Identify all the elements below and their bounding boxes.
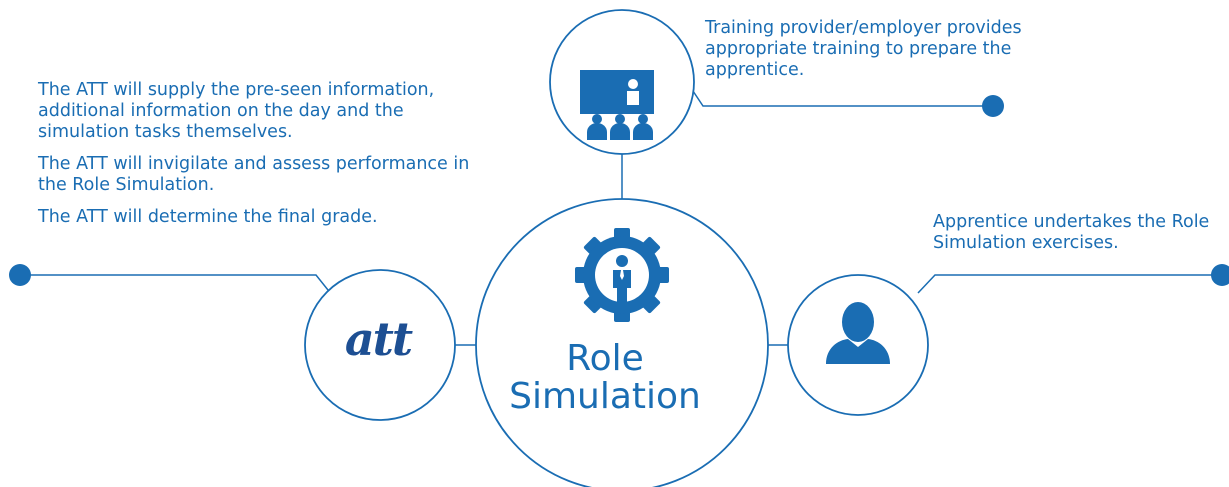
att-logo: att — [344, 312, 413, 366]
pointer-right-dot — [1211, 264, 1229, 286]
pointer-right-line — [917, 274, 1222, 294]
gear-person-icon — [575, 228, 669, 322]
left-paragraph-3: The ATT will determine the final grade. — [38, 207, 378, 227]
left-paragraph-1: The ATT will supply the pre-seen informa… — [38, 80, 435, 142]
pointer-top-dot — [982, 95, 1004, 117]
center-title-line1: Role — [566, 338, 644, 379]
center-title-line2: Simulation — [509, 376, 701, 417]
center-circle — [475, 198, 769, 487]
pointer-left-line — [20, 274, 333, 296]
right-description: Apprentice undertakes the Role Simulatio… — [933, 212, 1210, 253]
left-paragraph-2: The ATT will invigilate and assess perfo… — [38, 154, 470, 195]
left-description: The ATT will supply the pre-seen informa… — [38, 80, 498, 239]
pointer-left-dot — [9, 264, 31, 286]
right-circle — [787, 274, 929, 416]
top-description: Training provider/employer provides appr… — [705, 18, 1022, 80]
user-icon — [826, 302, 890, 364]
pointer-top-line — [690, 87, 993, 107]
left-circle — [304, 269, 456, 421]
presentation-icon — [580, 70, 654, 140]
